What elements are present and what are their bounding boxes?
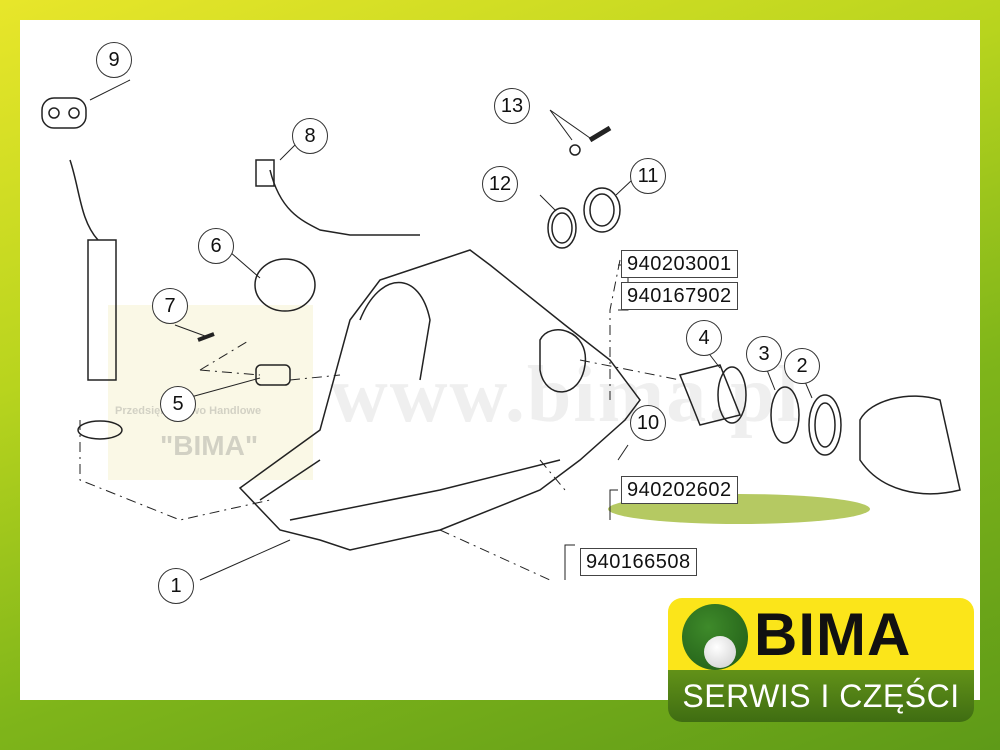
callout-6: 6 — [198, 228, 234, 264]
callout-2: 2 — [784, 348, 820, 384]
callout-3: 3 — [746, 336, 782, 372]
part-number-label: 940167902 — [621, 282, 738, 310]
callout-7: 7 — [152, 288, 188, 324]
part-number-label: 940203001 — [621, 250, 738, 278]
callout-12: 12 — [482, 166, 518, 202]
logo-name: BIMA — [754, 601, 912, 668]
callout-9: 9 — [96, 42, 132, 78]
callout-8: 8 — [292, 118, 328, 154]
callout-1: 1 — [158, 568, 194, 604]
watermark-company-name: "BIMA" — [160, 430, 259, 461]
logo-ball-highlight-icon — [704, 636, 736, 668]
callout-10: 10 — [630, 405, 666, 441]
callout-4: 4 — [686, 320, 722, 356]
exploded-parts-drawing — [41, 79, 961, 581]
callout-11: 11 — [630, 158, 666, 194]
sensor-body — [87, 239, 117, 381]
callout-5: 5 — [160, 386, 196, 422]
diagram-panel: www.bima.pl Przedsiębiorstwo Handlowe "B… — [20, 20, 980, 700]
part-number-label-highlighted: 940202602 — [621, 476, 738, 504]
callout-13: 13 — [494, 88, 530, 124]
housing-part — [238, 249, 641, 551]
part-number-label: 940166508 — [580, 548, 697, 576]
bima-logo: BIMA SERWIS I CZĘŚCI — [668, 598, 974, 724]
logo-tagline: SERWIS I CZĘŚCI — [682, 678, 960, 714]
